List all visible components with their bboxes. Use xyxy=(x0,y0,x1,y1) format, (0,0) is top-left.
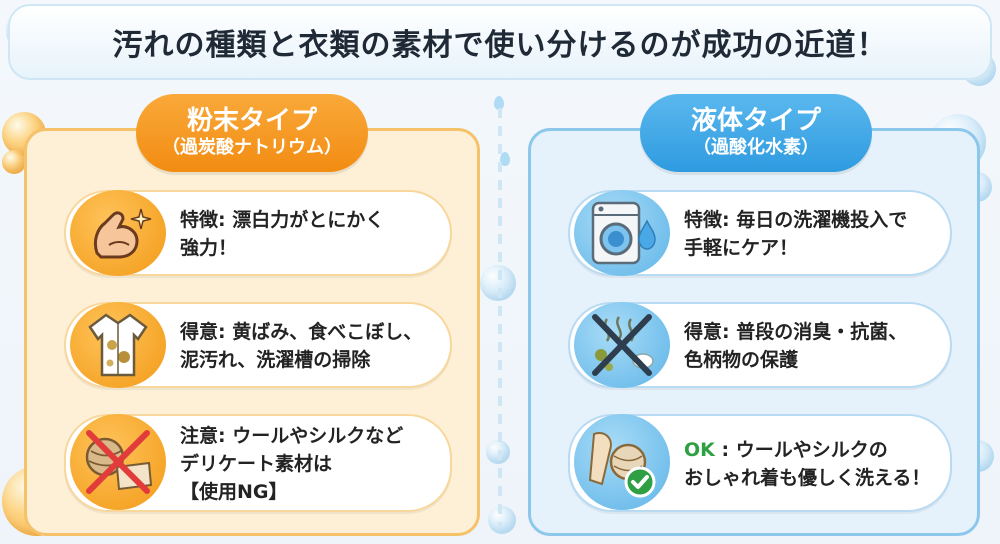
card-line: 得意: 黄ばみ、食べこぼし、 xyxy=(180,321,423,343)
powder-feature-text: 特徴: 漂白力がとにかく 強力！ xyxy=(180,202,438,266)
flexed-arm-icon xyxy=(70,190,166,276)
powder-strength-text: 得意: 黄ばみ、食べこぼし、 泥汚れ、洗濯槽の掃除 xyxy=(180,314,438,378)
card-line: 手軽にケア！ xyxy=(684,237,799,259)
odor-germ-cross-icon xyxy=(574,302,670,388)
card-line: 注意: ウールやシルクなど xyxy=(180,425,404,447)
card-line: : ウールやシルクの xyxy=(714,439,888,461)
card-line: おしゃれ着も優しく洗える！ xyxy=(684,467,931,489)
liquid-ok-card: OK : ウールやシルクの おしゃれ着も優しく洗える！ xyxy=(568,414,952,512)
card-line: 色柄物の保護 xyxy=(684,349,799,371)
powder-strength-card: 得意: 黄ばみ、食べこぼし、 泥汚れ、洗濯槽の掃除 xyxy=(64,302,452,388)
powder-feature-card: 特徴: 漂白力がとにかく 強力！ xyxy=(64,190,452,276)
title-banner: 汚れの種類と衣類の素材で使い分けるのが成功の近道！ xyxy=(8,4,992,80)
card-line: 強力！ xyxy=(180,237,238,259)
liquid-type-header: 液体タイプ （過酸化水素） xyxy=(640,94,872,172)
powder-caution-text: 注意: ウールやシルクなど デリケート素材は 【使用NG】 xyxy=(180,425,438,503)
card-line: 得意: 普段の消臭・抗菌、 xyxy=(684,321,908,343)
card-line: 特徴: 漂白力がとにかく xyxy=(180,209,385,231)
card-line-ok: OK : ウールやシルクの xyxy=(684,436,930,464)
wool-scarf-check-icon xyxy=(574,414,670,510)
powder-type-header: 粉末タイプ （過炭酸ナトリウム） xyxy=(136,94,368,172)
liquid-strength-text: 得意: 普段の消臭・抗菌、 色柄物の保護 xyxy=(684,314,938,378)
liquid-feature-text: 特徴: 毎日の洗濯機投入で 手軽にケア！ xyxy=(684,202,938,266)
ok-label: OK xyxy=(684,439,715,461)
card-line: 特徴: 毎日の洗濯機投入で xyxy=(684,209,908,231)
washing-machine-icon xyxy=(574,190,670,276)
card-line: 泥汚れ、洗濯槽の掃除 xyxy=(180,349,371,371)
water-drop-decoration xyxy=(494,96,504,110)
liquid-strength-card: 得意: 普段の消臭・抗菌、 色柄物の保護 xyxy=(568,302,952,388)
liquid-ok-text: OK : ウールやシルクの おしゃれ着も優しく洗える！ xyxy=(684,426,938,502)
bubble-decoration xyxy=(2,150,26,174)
water-drop-decoration xyxy=(500,152,510,166)
wool-silk-prohibited-icon xyxy=(70,414,166,510)
stained-shirt-icon xyxy=(70,302,166,388)
bubble-decoration xyxy=(488,506,516,534)
powder-type-title: 粉末タイプ xyxy=(186,106,317,136)
card-line: 【使用NG】 xyxy=(180,481,288,503)
liquid-type-subtitle: （過酸化水素） xyxy=(693,137,819,158)
page-title: 汚れの種類と衣類の素材で使い分けるのが成功の近道！ xyxy=(112,28,888,63)
center-divider xyxy=(498,108,502,528)
liquid-feature-card: 特徴: 毎日の洗濯機投入で 手軽にケア！ xyxy=(568,190,952,276)
powder-type-subtitle: （過炭酸ナトリウム） xyxy=(162,137,342,158)
card-line: デリケート素材は xyxy=(180,453,333,475)
powder-caution-card: 注意: ウールやシルクなど デリケート素材は 【使用NG】 xyxy=(64,414,452,512)
liquid-type-title: 液体タイプ xyxy=(690,106,821,136)
